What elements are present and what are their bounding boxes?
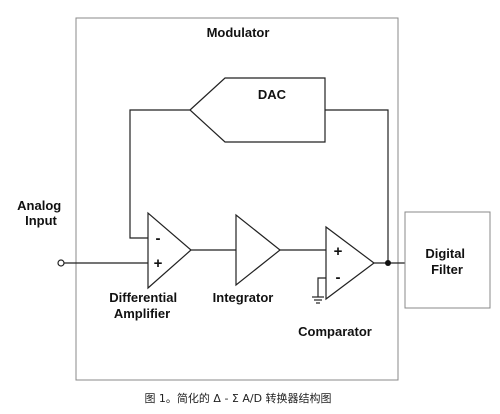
comparator-label: Comparator (298, 324, 372, 339)
figure-caption: 图 1。简化的 Δ - Σ A/D 转换器结构图 (144, 391, 331, 405)
comparator-minus-sign: - (336, 269, 341, 286)
digital-filter-label: Digital Filter (425, 246, 468, 277)
analog-input-line2: Input (25, 213, 57, 228)
ground-icon (312, 296, 324, 304)
integrator-label: Integrator (213, 290, 274, 305)
output-node (385, 260, 391, 266)
comparator-plus-sign: + (334, 243, 343, 260)
comparator-ground-wire (317, 277, 326, 297)
differential-amplifier (147, 211, 192, 290)
analog-input-label: Analog Input (17, 198, 65, 228)
diff-amp-minus-sign: - (156, 230, 161, 247)
analog-input-line1: Analog (17, 198, 61, 213)
integrator (235, 213, 281, 287)
digital-filter-line2: Filter (431, 262, 463, 277)
differential-amplifier-label: Differential Amplifier (109, 290, 181, 321)
digital-filter-line1: Digital (425, 246, 465, 261)
modulator-label: Modulator (207, 25, 270, 40)
feedback-wire-left (129, 109, 190, 239)
dac-label: DAC (258, 87, 287, 102)
digital-filter-box (404, 211, 491, 309)
comparator (325, 225, 375, 301)
feedback-wire-right (325, 109, 389, 263)
input-terminal (57, 259, 65, 267)
diff-amp-plus-sign: + (154, 255, 163, 272)
diff-amp-line2: Amplifier (114, 306, 170, 321)
diff-amp-line1: Differential (109, 290, 177, 305)
